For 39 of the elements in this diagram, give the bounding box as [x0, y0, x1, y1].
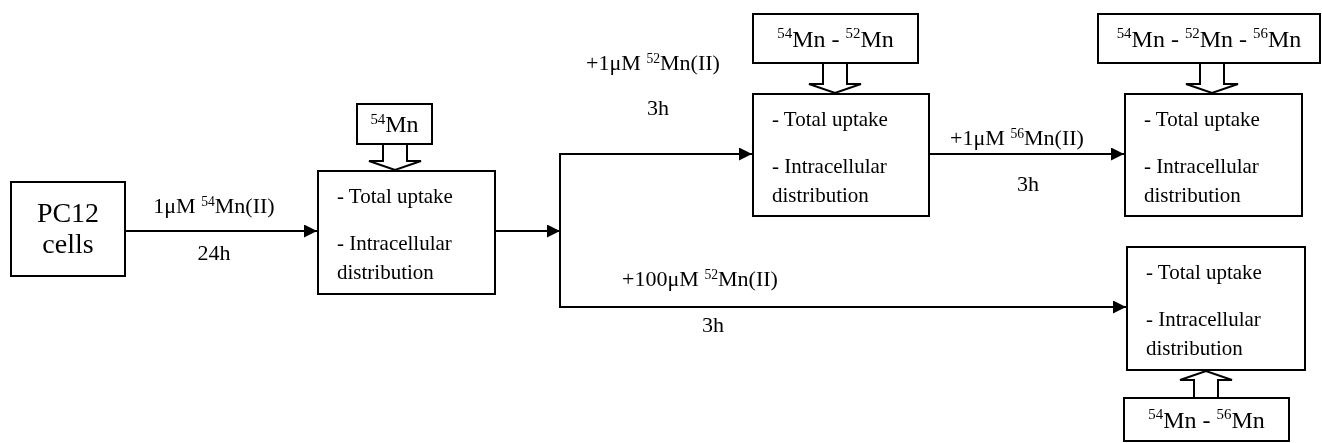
process-box: [317, 170, 496, 295]
duration-label: 3h: [647, 95, 669, 121]
measure-item: - Total uptake: [1146, 259, 1263, 286]
isotope-label: $^{54}$Mn - $^{52}$Mn - $^{56}$Mn: [1115, 25, 1303, 52]
hollow-arrow: [808, 63, 862, 95]
measure-item-text: - Intracellular distribution: [337, 230, 453, 286]
hollow-arrow: [368, 144, 422, 172]
cell-line-label: PC12 cells: [35, 198, 101, 260]
process-box: [752, 93, 930, 217]
duration-label: 24h: [197, 240, 231, 266]
process-box: [1124, 93, 1303, 217]
measure-item-text: - Intracellular distribution: [1146, 306, 1262, 362]
measure-item-text: - Intracellular distribution: [772, 153, 888, 209]
duration-label: 3h: [702, 312, 724, 338]
edge-label: +1μM $^{56}$Mn(II): [950, 125, 1084, 151]
isotope-label: $^{54}$Mn: [369, 110, 420, 138]
measure-item: - Total uptake: [337, 183, 454, 210]
arrow: [495, 224, 561, 238]
arrow: [559, 147, 753, 232]
arrow: [559, 230, 1127, 314]
isotope-box: [1123, 397, 1290, 442]
isotope-box: [1097, 13, 1321, 64]
edge-label: 1μM $^{54}$Mn(II): [153, 193, 275, 219]
edge-label: +1μM $^{52}$Mn(II): [586, 50, 720, 76]
edge-label: +100μM $^{52}$Mn(II): [622, 266, 778, 292]
duration-label: 3h: [1017, 171, 1039, 197]
start-box: [10, 181, 126, 277]
hollow-arrow: [1185, 63, 1239, 95]
isotope-label: $^{54}$Mn - $^{56}$Mn: [1147, 406, 1266, 433]
measure-item: - Total uptake: [1144, 106, 1261, 133]
measure-item: - Total uptake: [772, 106, 889, 133]
arrow: [125, 224, 318, 238]
hollow-arrow: [1179, 369, 1233, 398]
arrow: [929, 147, 1125, 161]
isotope-box: [752, 13, 919, 64]
process-box: [1126, 246, 1306, 371]
measure-item-text: - Intracellular distribution: [1144, 153, 1260, 209]
isotope-box: [356, 103, 433, 145]
isotope-label: $^{54}$Mn - $^{52}$Mn: [776, 25, 895, 52]
